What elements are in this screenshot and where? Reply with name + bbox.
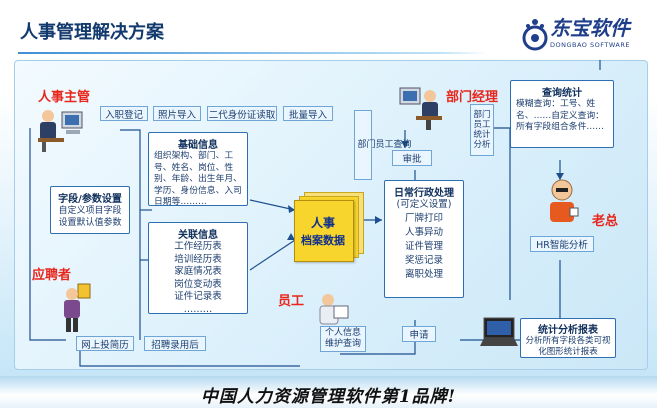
related-info-item: 工作经历表: [174, 241, 222, 252]
dept-query-tag[interactable]: 部门员工查询: [354, 110, 412, 180]
daily-admin-item: 奖惩记录: [404, 254, 443, 266]
basic-info-body: 组织架构、部门、工号、姓名、岗位、性别、年龄、出生年月、学历、身份信息、入司日期…: [154, 151, 242, 207]
logo-mark-icon: [522, 19, 548, 51]
role-applicant: 应聘者: [32, 268, 72, 283]
central-line1: 人事: [310, 216, 335, 230]
dept-manager-icon: [399, 87, 442, 130]
daily-admin-box[interactable]: 日常行政处理 (可定义设置) 厂牌打印 人事异动 证件管理 奖惩记录 离职处理: [384, 180, 464, 298]
dept-query-label: 部门员工查询: [358, 140, 412, 151]
role-employee: 员工: [278, 294, 305, 309]
tag-online-resume[interactable]: 网上投简历: [76, 336, 134, 351]
tag-hr-analysis[interactable]: HR智能分析: [530, 236, 594, 252]
related-info-box[interactable]: 关联信息 工作经历表 培训经历表 家庭情况表 岗位变动表 证件记录表 ………: [148, 222, 248, 315]
role-dept-manager: 部门经理: [446, 90, 499, 105]
logo-en: DONGBAO SOFTWARE: [550, 41, 630, 49]
tag-after-recruit[interactable]: 招聘录用后: [144, 336, 206, 351]
related-info-item: 岗位变动表: [174, 278, 222, 290]
applicant-icon: [64, 283, 91, 332]
tag-approval[interactable]: 审批: [392, 150, 432, 166]
related-info-title: 关联信息: [178, 230, 218, 241]
stat-report-box[interactable]: 统计分析报表 分析所有字段各类可视化图形统计报表: [520, 318, 616, 358]
tag-id-card-read[interactable]: 二代身份证读取: [207, 106, 277, 121]
logo: 东宝软件 DONGBAO SOFTWARE: [520, 12, 650, 58]
basic-info-box[interactable]: 基础信息 组织架构、部门、工号、姓名、岗位、性别、年龄、出生年月、学历、身份信息…: [148, 132, 248, 207]
field-config-title: 字段/参数设置: [58, 194, 122, 205]
daily-admin-item: 离职处理: [404, 268, 443, 280]
personal-info-box[interactable]: 个人信息维护查询: [320, 326, 366, 352]
laptop-icon: [480, 317, 518, 346]
daily-admin-item: 证件管理: [404, 240, 443, 252]
tag-apply[interactable]: 申请: [402, 326, 436, 342]
daily-admin-title: 日常行政处理: [394, 188, 454, 199]
daily-admin-item: 厂牌打印: [404, 212, 443, 224]
page-title: 人事管理解决方案: [20, 22, 164, 43]
slogan: 中国人力资源管理软件第1品牌!: [200, 387, 457, 407]
field-config-body: 自定义项目字段设置默认值参数: [58, 206, 122, 228]
related-info-item: 培训经历表: [174, 253, 222, 265]
query-stats-title: 查询统计: [542, 88, 582, 99]
daily-admin-sub: (可定义设置): [396, 199, 452, 210]
boss-icon: [550, 179, 579, 222]
related-info-item: 证件记录表: [174, 291, 222, 302]
title-underline: [18, 52, 488, 54]
field-config-box[interactable]: 字段/参数设置 自定义项目字段设置默认值参数: [50, 186, 130, 234]
employee-icon: [319, 294, 349, 325]
bottom-band: [0, 376, 657, 408]
central-line2: 档案数据: [301, 234, 345, 247]
daily-admin-item: 人事异动: [404, 226, 443, 238]
logo-cn: 东宝软件: [550, 16, 630, 40]
dept-stats-label: 部门员工统计分析: [473, 110, 491, 150]
role-boss: 老总: [592, 214, 619, 229]
stat-report-title: 统计分析报表: [538, 325, 598, 336]
tag-batch-import[interactable]: 批量导入: [283, 106, 333, 121]
basic-info-title: 基础信息: [178, 140, 218, 151]
central-data-stack[interactable]: 人事 档案数据: [294, 192, 366, 262]
dept-stats-tag[interactable]: 部门员工统计分析: [470, 104, 494, 156]
hr-manager-icon: [38, 110, 83, 152]
role-hr-manager: 人事主管: [38, 90, 91, 105]
query-stats-box[interactable]: 查询统计 模糊查询：工号、姓名、……自定义查询：所有字段组合条件……: [510, 80, 614, 148]
tag-onboarding[interactable]: 入职登记: [100, 106, 148, 121]
personal-info-label: 个人信息维护查询: [324, 328, 361, 349]
related-info-item: 家庭情况表: [174, 266, 222, 277]
query-stats-body: 模糊查询：工号、姓名、……自定义查询：所有字段组合条件……: [516, 99, 604, 132]
tag-photo-import[interactable]: 照片导入: [153, 106, 201, 121]
related-info-item: ………: [183, 303, 213, 315]
stat-report-body: 分析所有字段各类可视化图形统计报表: [525, 336, 611, 357]
